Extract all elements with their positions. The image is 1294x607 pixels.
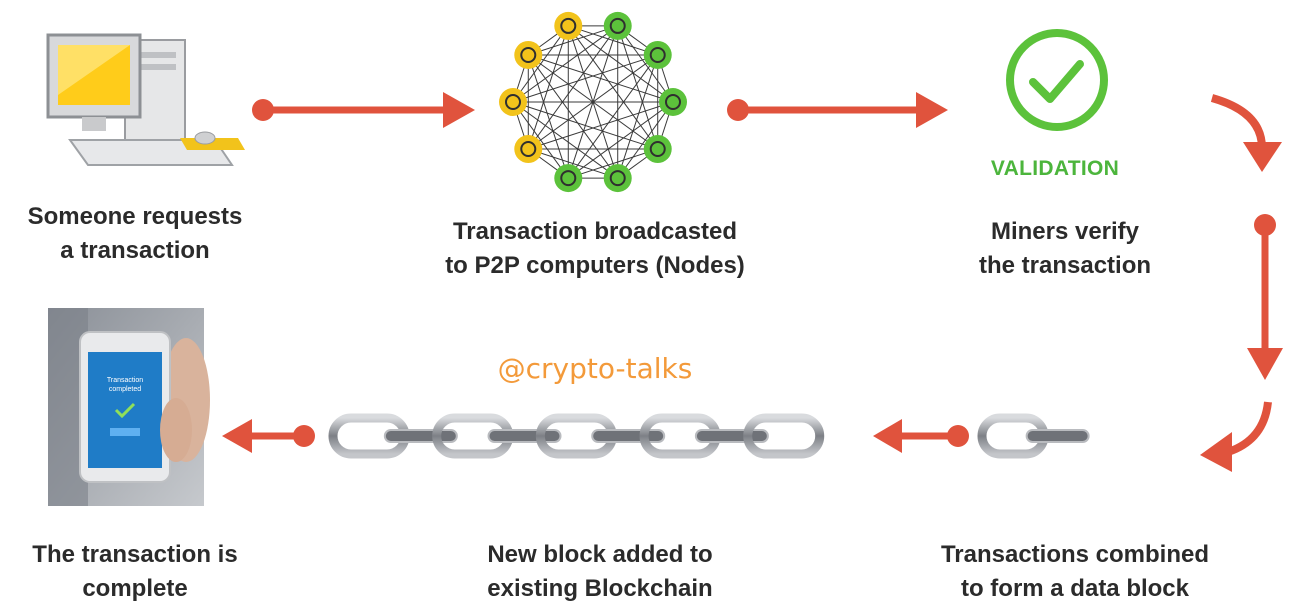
mesh-link <box>512 25 619 103</box>
mesh-link <box>528 101 674 150</box>
smartphone-icon: Transaction completed <box>48 308 210 506</box>
checkmark-circle-icon <box>1006 29 1108 131</box>
network-node <box>499 88 527 116</box>
mesh-link <box>527 54 619 179</box>
phone-screen-line1: Transaction <box>107 377 143 384</box>
network-node-ring <box>609 17 626 34</box>
chain-link <box>1025 429 1090 443</box>
network-nodes-icon <box>499 11 687 193</box>
arrow-chain-to-phone <box>222 419 315 453</box>
network-node-ring <box>649 141 666 158</box>
computer-icon <box>46 33 245 166</box>
network-node <box>659 88 687 116</box>
mesh-link <box>527 25 569 150</box>
blockchain-chain-icon <box>328 413 825 459</box>
curved-arrow-top <box>1210 94 1282 172</box>
network-node-ring <box>520 141 537 158</box>
mesh-link <box>528 148 618 179</box>
network-node <box>643 40 672 69</box>
network-node-ring <box>505 94 521 110</box>
chain-link <box>743 413 825 459</box>
network-node-ring <box>520 46 537 63</box>
mesh-link <box>512 101 658 150</box>
chain-link <box>694 429 769 443</box>
network-node <box>603 11 632 40</box>
mesh-link <box>568 148 658 179</box>
mesh-link <box>527 54 659 150</box>
data-block-chain-icon <box>977 413 1090 459</box>
chain-link <box>487 429 562 443</box>
chain-link <box>383 429 458 443</box>
mesh-link <box>617 25 659 150</box>
mesh-link <box>567 101 674 179</box>
network-node <box>554 11 583 40</box>
network-node <box>554 164 583 193</box>
network-node <box>643 135 672 164</box>
mesh-link <box>617 54 659 179</box>
chain-link <box>591 429 666 443</box>
arrow-block-to-chain <box>873 419 969 453</box>
network-node-ring <box>609 170 626 187</box>
mesh-link <box>512 101 569 179</box>
mesh-link <box>512 54 658 103</box>
network-node-ring <box>649 46 666 63</box>
network-node-ring <box>560 17 577 34</box>
curved-arrow-bottom <box>1200 401 1272 472</box>
network-node <box>514 135 543 164</box>
arrow-2 <box>727 92 948 128</box>
mesh-link <box>528 25 618 56</box>
mesh-link <box>527 54 569 179</box>
watermark: @crypto-talks <box>497 352 693 385</box>
arrow-1 <box>252 92 475 128</box>
network-node <box>514 40 543 69</box>
network-node-ring <box>665 94 681 110</box>
mesh-link <box>512 101 619 179</box>
phone-screen-line2: completed <box>109 386 141 393</box>
mesh-link <box>528 54 674 103</box>
validation-label: VALIDATION <box>990 157 1120 180</box>
network-node <box>603 164 632 193</box>
mesh-link <box>567 25 674 103</box>
arrow-down <box>1247 214 1283 380</box>
network-node-ring <box>560 170 577 187</box>
